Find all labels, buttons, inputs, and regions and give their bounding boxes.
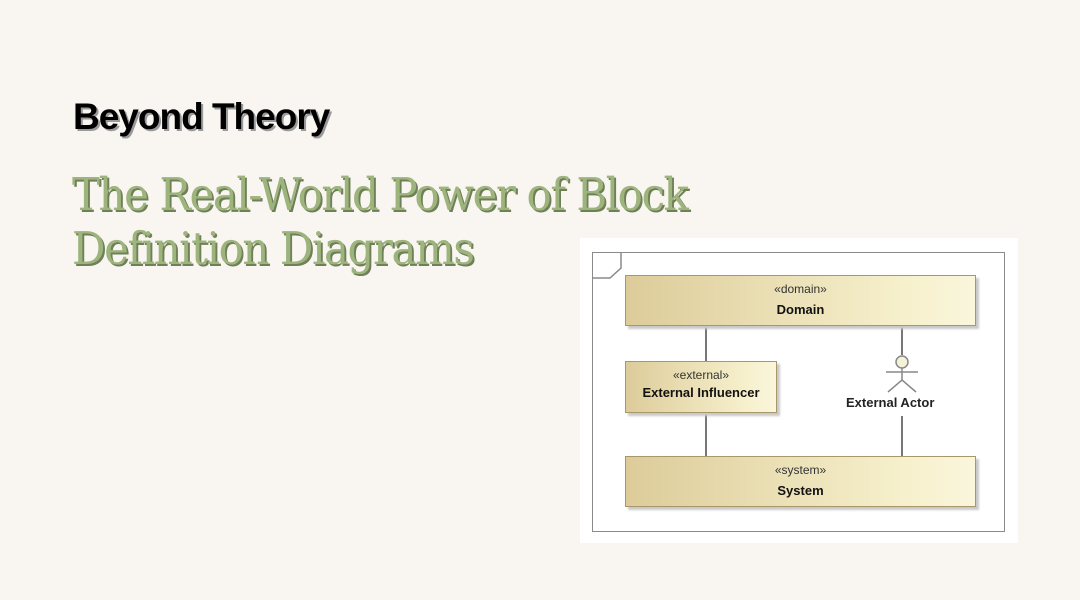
connector-actor-system — [901, 416, 903, 456]
title-line-1: The Real-World Power of Block — [72, 168, 689, 221]
slide-kicker: Beyond Theory — [73, 96, 330, 137]
domain-stereotype: «domain» — [774, 282, 827, 296]
domain-name: Domain — [776, 302, 825, 317]
title-line-2: Definition Diagrams — [72, 222, 475, 275]
connector-domain-external — [705, 325, 707, 361]
system-stereotype: «system» — [774, 463, 827, 477]
actor-stick-figure-icon — [886, 355, 918, 393]
actor-name: External Actor — [846, 395, 935, 410]
external-name: External Influencer — [642, 385, 760, 400]
connector-domain-actor — [901, 325, 903, 355]
diagram-frame — [592, 252, 1005, 532]
external-stereotype: «external» — [672, 368, 730, 382]
connector-external-system — [705, 412, 707, 456]
block-domain[interactable]: «domain» Domain — [625, 275, 976, 326]
frame-corner-tab — [592, 252, 622, 279]
block-external-influencer[interactable]: «external» External Influencer — [625, 361, 777, 413]
system-name: System — [777, 483, 824, 498]
block-system[interactable]: «system» System — [625, 456, 976, 507]
block-definition-diagram: «domain» Domain «external» External Infl… — [580, 238, 1018, 543]
